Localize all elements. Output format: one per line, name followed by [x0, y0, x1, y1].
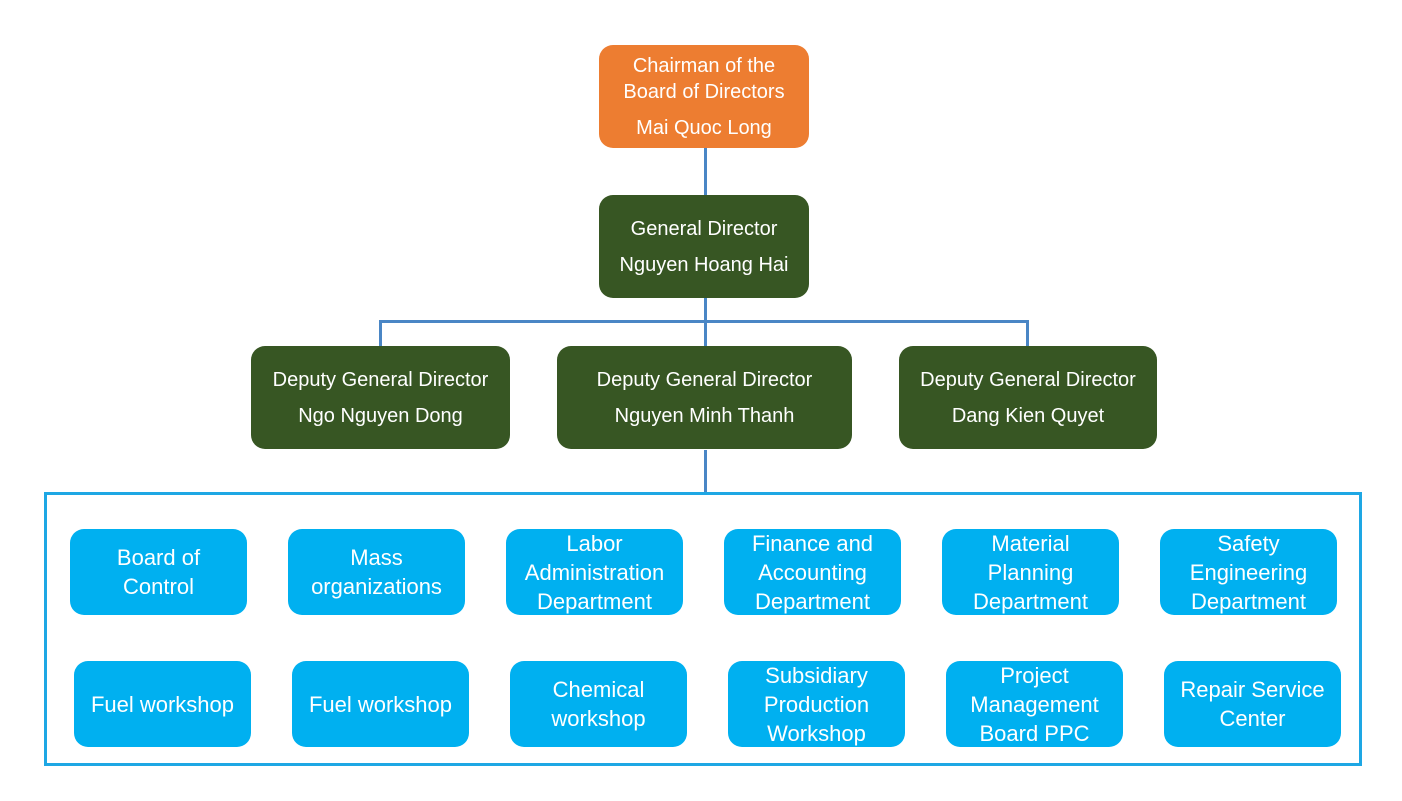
department-label-line: Control	[123, 574, 194, 599]
department-label-line: Production	[763, 691, 870, 717]
department-label-line: Mass	[350, 545, 403, 570]
deputy-name: Dang Kien Quyet	[951, 404, 1105, 427]
department-node: Chemical workshop	[510, 661, 687, 747]
department-label-line: Department	[1191, 588, 1306, 614]
department-label-line: Administration	[524, 559, 665, 585]
deputy-name: Ngo Nguyen Dong	[298, 404, 463, 427]
department-label-line: Management	[970, 691, 1099, 717]
department-label-line: Workshop	[767, 720, 866, 746]
department-label-line: Labor	[566, 530, 623, 556]
general-director-name: Nguyen Hoang Hai	[619, 253, 789, 276]
department-label-line: Chemical	[552, 677, 645, 702]
department-label-line: Project	[1000, 662, 1069, 688]
department-label-line: Board PPC	[979, 720, 1090, 746]
chairman-node: Chairman of the Board of Directors Mai Q…	[599, 45, 809, 148]
department-label-line: organizations	[311, 574, 442, 599]
department-label-line: workshop	[551, 706, 646, 731]
department-label-line: Subsidiary	[765, 662, 868, 688]
deputy-title: Deputy General Director	[920, 368, 1136, 391]
deputy-name: Nguyen Minh Thanh	[614, 404, 795, 427]
connector-to-deputy-left	[379, 320, 382, 346]
connector-horizontal-bar	[379, 320, 1029, 323]
deputy-node: Deputy General Director Nguyen Minh Than…	[557, 346, 852, 449]
department-label-line: Board of	[116, 545, 201, 570]
general-director-node: General Director Nguyen Hoang Hai	[599, 195, 809, 298]
deputy-node: Deputy General Director Dang Kien Quyet	[899, 346, 1157, 449]
connector-deputy-to-departments	[704, 450, 707, 492]
chairman-title-line2: Board of Directors	[623, 80, 785, 103]
departments-frame	[44, 492, 1362, 766]
general-director-title: General Director	[630, 217, 778, 240]
department-label-line: Material	[991, 530, 1070, 556]
department-label-line: Repair Service	[1180, 677, 1325, 702]
department-label-line: Department	[973, 588, 1088, 614]
department-node: Board of Control	[70, 529, 247, 615]
department-label-line: Fuel workshop	[308, 691, 453, 717]
department-label-line: Planning	[987, 559, 1074, 585]
department-node: Mass organizations	[288, 529, 465, 615]
department-node: Fuel workshop	[292, 661, 469, 747]
department-label-line: Department	[537, 588, 652, 614]
deputy-title: Deputy General Director	[272, 368, 489, 391]
deputy-title: Deputy General Director	[596, 368, 813, 391]
connector-chairman-to-gd	[704, 148, 707, 195]
department-label-line: Finance and	[751, 530, 874, 556]
department-label-line: Engineering	[1189, 559, 1308, 585]
department-label-line: Fuel workshop	[90, 691, 235, 717]
department-label-line: Department	[755, 588, 870, 614]
connector-to-deputy-right	[1026, 320, 1029, 346]
department-label-line: Center	[1219, 706, 1286, 731]
deputy-node: Deputy General Director Ngo Nguyen Dong	[251, 346, 510, 449]
department-label-line: Safety	[1217, 530, 1280, 556]
chairman-name: Mai Quoc Long	[636, 116, 772, 139]
department-label-line: Accounting	[758, 559, 867, 585]
chairman-title-line1: Chairman of the	[632, 54, 776, 77]
department-node: Fuel workshop	[74, 661, 251, 747]
